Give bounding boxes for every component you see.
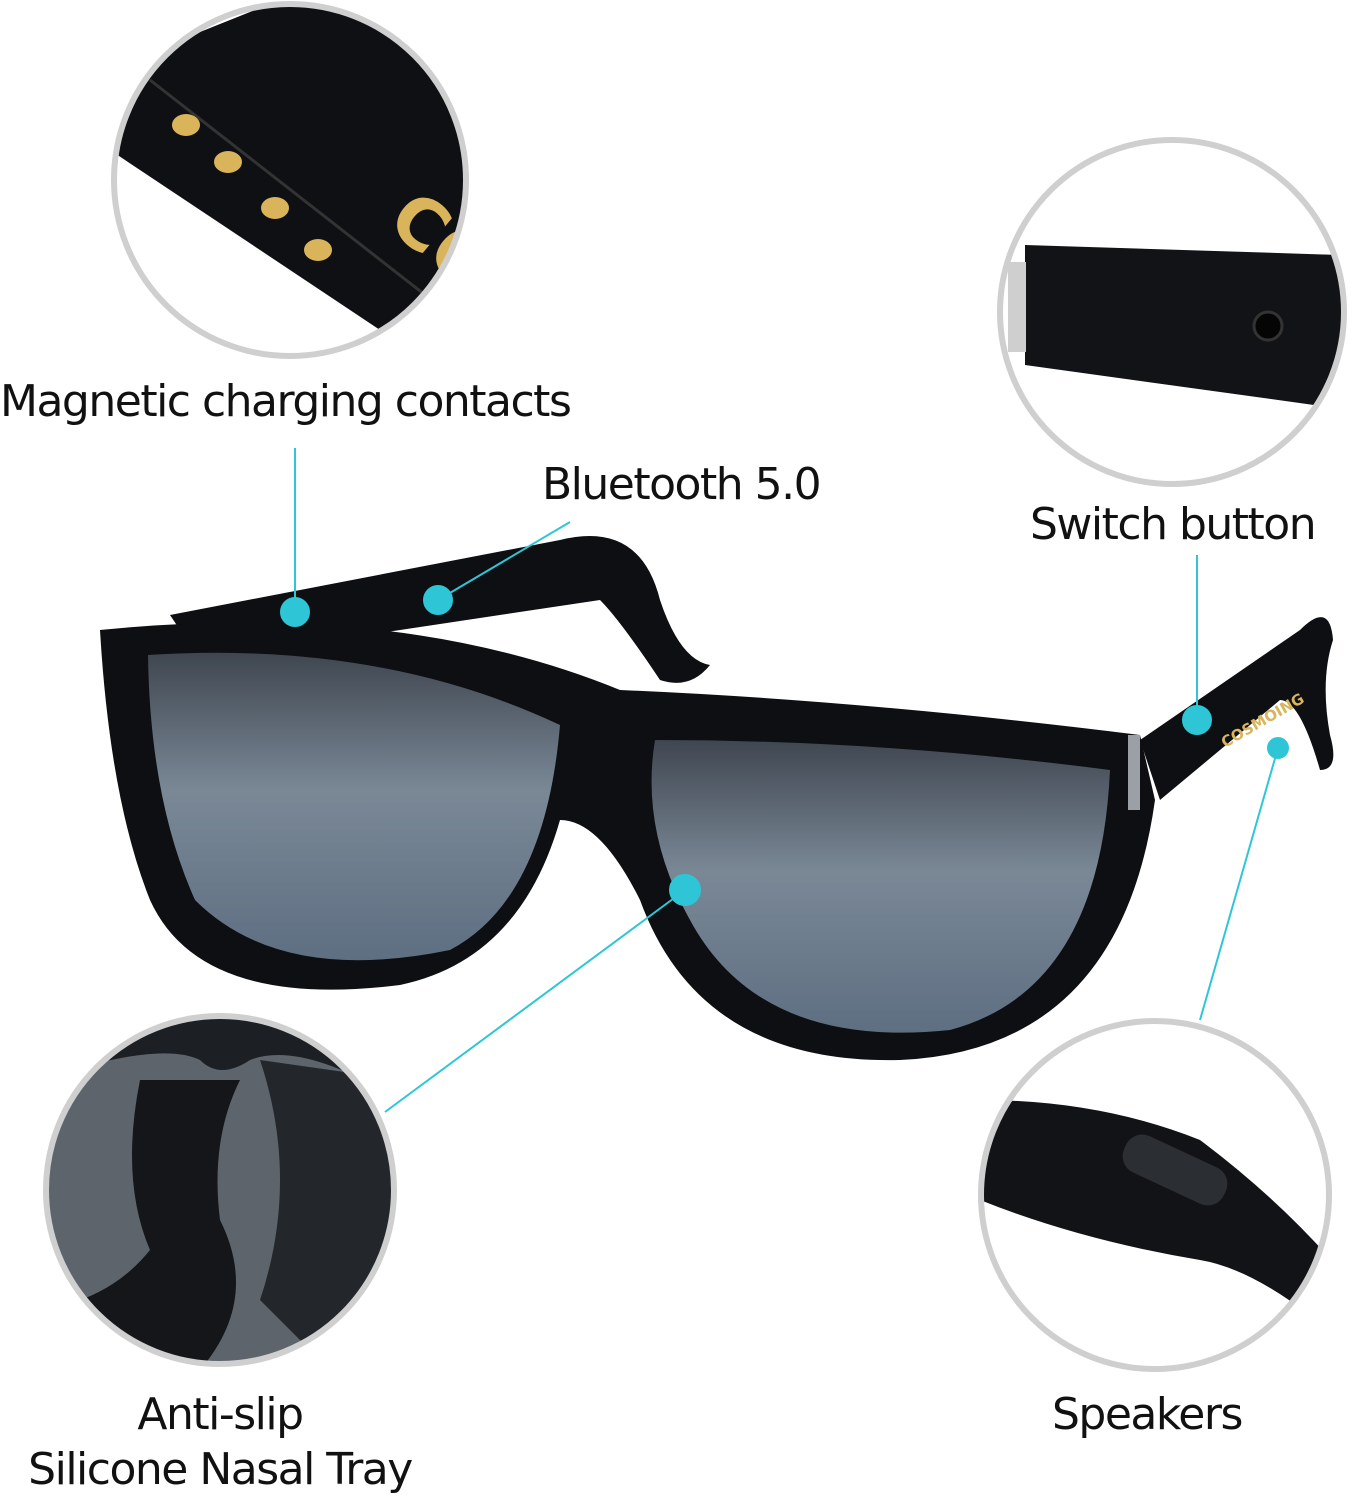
callout-line-speakers [1199,747,1279,1021]
label-nasal-line2: Silicone Nasal Tray [28,1444,413,1495]
callout-line-nasal [384,889,686,1113]
speakers-detail [978,1018,1332,1372]
callout-dot-nasal [669,874,701,906]
label-switch-button: Switch button [1030,499,1317,550]
callout-dot-speakers [1267,737,1289,759]
callout-dot-bluetooth [423,585,453,615]
switch-button-detail [997,137,1347,487]
nasal-tray-detail [43,1013,397,1367]
label-bluetooth: Bluetooth 5.0 [542,459,822,510]
callout-line-bluetooth [437,521,571,601]
sunglasses-image: COSMOING [100,536,1334,1061]
callout-dot-switch [1182,705,1212,735]
callout-lines [280,448,1289,1113]
charging-contacts-detail: CO [111,1,469,359]
label-magnetic-charging: Magnetic charging contacts [0,376,572,427]
label-nasal-line1: Anti-slip [137,1389,304,1440]
label-speakers: Speakers [1052,1389,1243,1440]
callout-dot-magnetic [280,597,310,627]
